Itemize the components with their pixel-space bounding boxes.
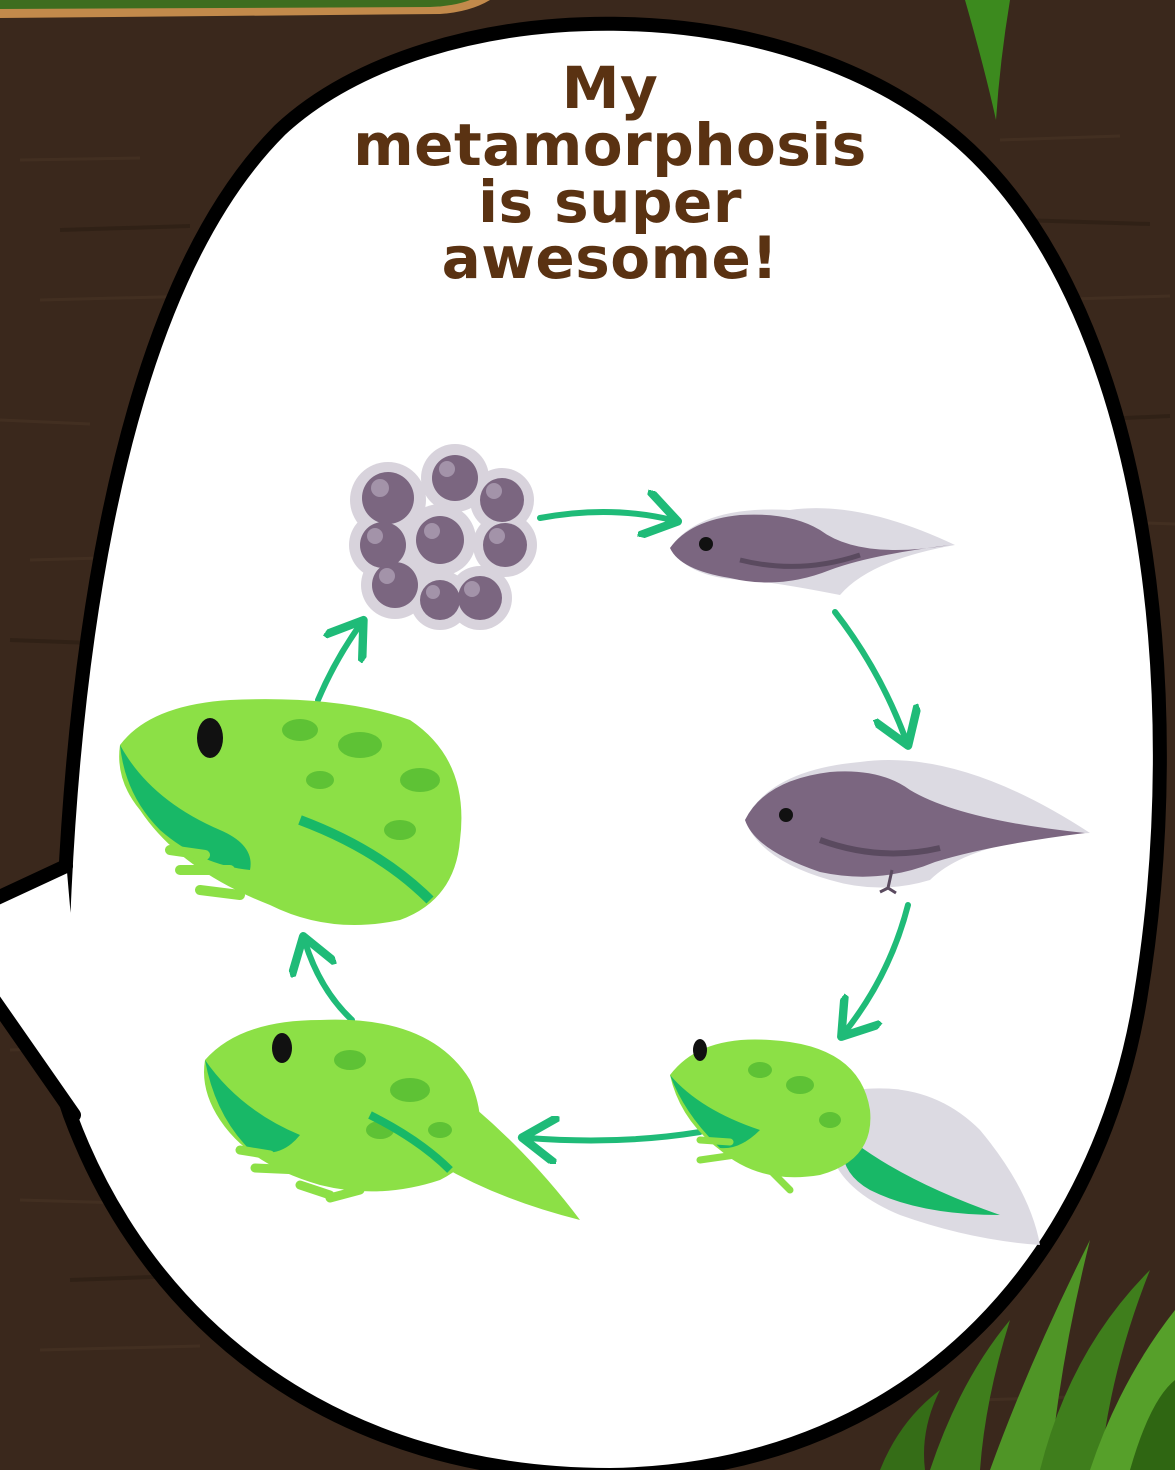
caption-line-3: is super — [300, 174, 920, 231]
eggs-icon — [349, 444, 537, 630]
bubble-caption: My metamorphosis is super awesome! — [300, 60, 920, 287]
caption-line-1: My — [300, 60, 920, 117]
caption-line-4: awesome! — [300, 230, 920, 287]
caption-line-2: metamorphosis — [300, 117, 920, 174]
